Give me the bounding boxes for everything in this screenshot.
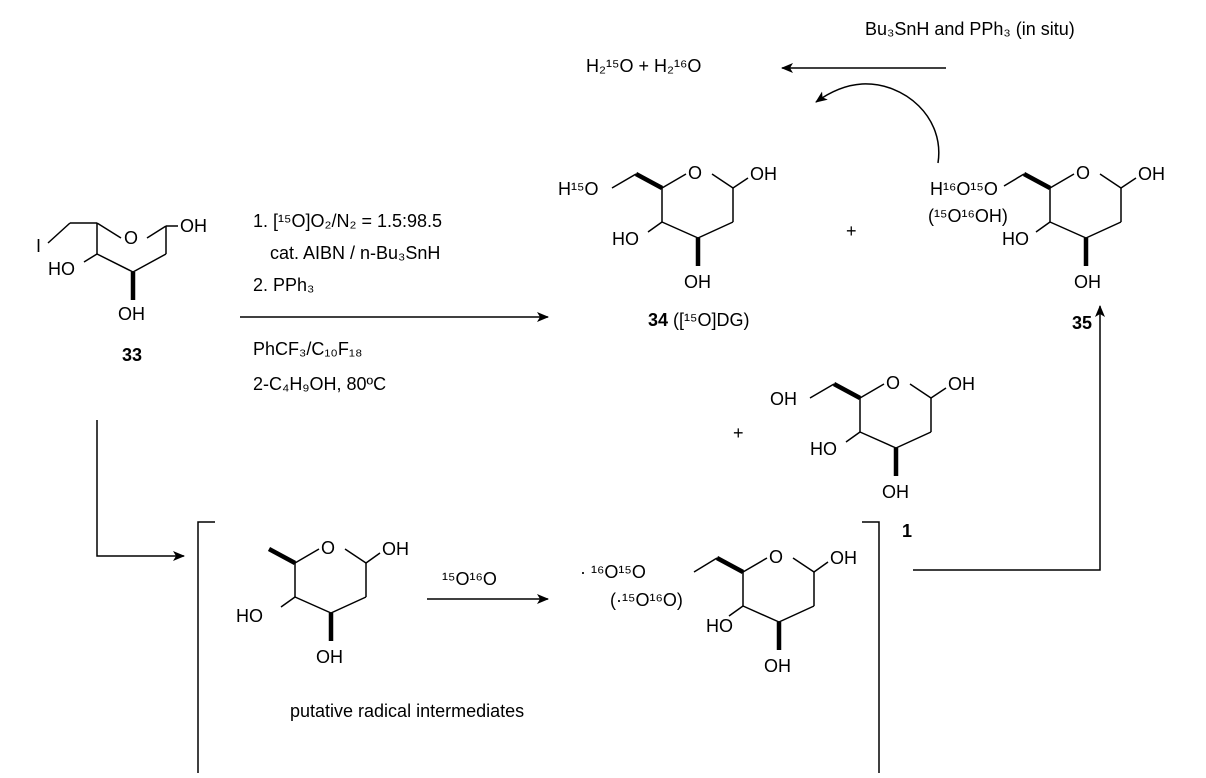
compound-35 [1003, 172, 1137, 266]
compound-35-atom: O [1076, 163, 1090, 183]
arrow-curved-recycle [815, 83, 940, 164]
compound-35-atom: OH [1074, 272, 1101, 292]
compound-35-atom: HO [1002, 229, 1029, 249]
solvent-label: PhCF₃/C₁₀F₁₈ [253, 339, 363, 359]
arrow-to-intermediates [96, 420, 185, 561]
bracket-caption: putative radical intermediates [290, 701, 525, 721]
step2-label: 2. PPh₃ [253, 275, 315, 295]
step1-catalyst-label: cat. AIBN / n-Bu₃SnH [270, 243, 441, 263]
radical-a-atom: O [321, 538, 335, 558]
radical-intermediate-b [693, 556, 829, 650]
plus-sign: + [733, 423, 744, 443]
compound-33-atom: O [124, 228, 138, 248]
recycle-reagents-label: Bu₃SnH and PPh₃ (in situ) [865, 19, 1075, 39]
arrow-to-35 [913, 305, 1105, 571]
radical-b-atom: OH [764, 656, 791, 676]
radical-b-atom: O [769, 547, 783, 567]
compound-35-atom: (¹⁵O¹⁶OH) [928, 206, 1008, 226]
radical-b-atom: OH [830, 548, 857, 568]
radical-a-atom: OH [316, 647, 343, 667]
compound-1-atom: OH [770, 389, 797, 409]
oxygen-reagent-label: ¹⁵O¹⁶O [442, 569, 497, 589]
radical-b-atom: · ¹⁶O¹⁵O [580, 562, 646, 582]
radical-b-atom: HO [706, 616, 733, 636]
radical-b-atom: (·¹⁵O¹⁶O) [610, 590, 683, 610]
compound-34-atom: O [688, 163, 702, 183]
radical-a-atom: OH [382, 539, 409, 559]
compound-34-atom: H¹⁵O [558, 179, 598, 199]
compound-35-label: 35 [1072, 313, 1093, 333]
compound-1 [809, 382, 947, 476]
compound-33-label: 33 [122, 345, 143, 365]
compound-34-caption: 34 ([¹⁵O]DG) [648, 310, 749, 331]
compound-1-atom: HO [810, 439, 837, 459]
compound-34-atom: OH [684, 272, 711, 292]
bracket-right [862, 521, 880, 773]
compound-35-atom: OH [1138, 164, 1165, 184]
compound-33-atom: OH [180, 216, 207, 236]
compound-33-atom: OH [118, 304, 145, 324]
water-products-label: H₂¹⁵O + H₂¹⁶O [586, 56, 702, 76]
compound-1-atom: OH [948, 374, 975, 394]
compound-33-atom: HO [48, 259, 75, 279]
compound-35-atom: H¹⁶O¹⁵O [930, 179, 998, 199]
compound-34-atom: HO [612, 229, 639, 249]
bracket-left [197, 521, 215, 773]
conditions-label: 2-C₄H₉OH, 80ºC [253, 374, 387, 394]
compound-34 [611, 172, 749, 266]
compound-34-label-suffix: ([¹⁵O]DG) [668, 310, 750, 330]
compound-1-label: 1 [902, 521, 913, 541]
compound-33 [47, 222, 178, 300]
compound-1-atom: OH [882, 482, 909, 502]
compound-34-label: 34 [648, 310, 669, 330]
radical-intermediate-a [267, 547, 381, 641]
compound-33-atom: I [36, 236, 41, 256]
compound-34-atom: OH [750, 164, 777, 184]
compound-1-atom: O [886, 373, 900, 393]
plus-sign: + [846, 221, 857, 241]
radical-a-atom: HO [236, 606, 263, 626]
step1-label: 1. [¹⁵O]O₂/N₂ = 1.5:98.5 [253, 211, 443, 231]
